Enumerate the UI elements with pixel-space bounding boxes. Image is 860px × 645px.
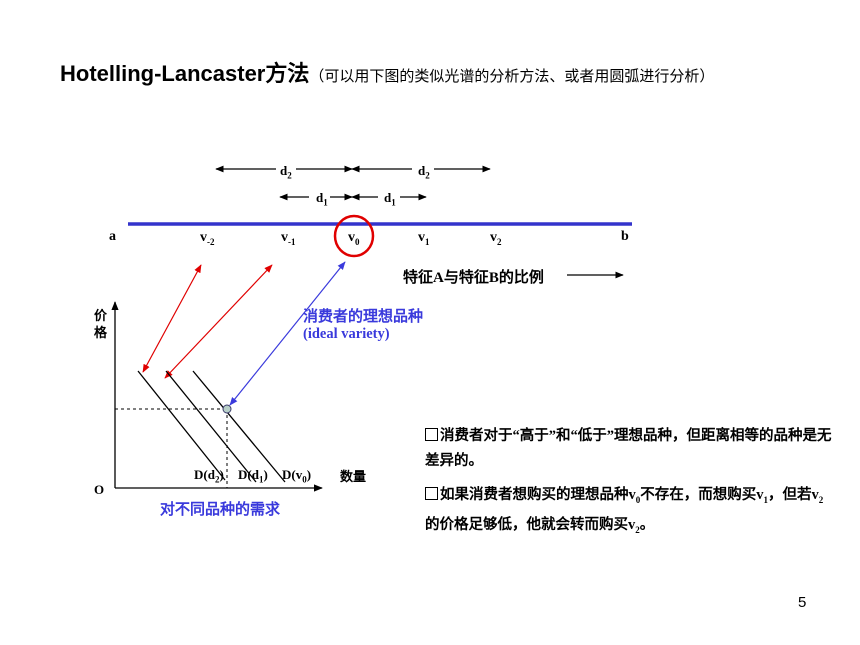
red-link-arrow-v-1 [164,264,273,379]
note-2: 如果消费者想购买的理想品种v0不存在，而想购买v1，但若v2的价格足够低，他就会… [425,487,824,535]
title-subtitle: （可以用下图的类似光谱的分析方法、或者用圆弧进行分析） [309,68,715,85]
note-1: 消费者对于“高于”和“低于”理想品种，但距离相等的品种是无差异的。 [425,428,832,469]
quantity-axis-label: 数量 [340,469,367,484]
variety-label-v1: v1 [418,230,430,247]
ideal-variety-label-zh: 消费者的理想品种 [303,309,424,325]
curve-label-v0: D(v0) [282,467,312,485]
bullet-box-icon [425,487,438,500]
curve-label-d1: D(d1) [238,467,268,485]
chart-caption: 对不同品种的需求 [160,502,281,518]
page-title: Hotelling-Lancaster方法（可以用下图的类似光谱的分析方法、或者… [60,56,714,88]
demand-curve-d2 [137,370,226,481]
variety-label-v-2: v-2 [200,230,215,247]
page-number: 5 [798,594,807,611]
price-axis-label: 价格 [94,308,108,340]
ideal-point [222,404,232,414]
ideal-variety-label-en: (ideal variety) [303,326,390,342]
curve-label-d2: D(d2) [194,467,224,485]
origin-label: O [94,482,105,497]
demand-curve-d1 [165,370,257,483]
red-link-arrow-v-2 [142,264,202,373]
variety-label-v2: v2 [490,230,502,247]
d2-right-label: d2 [418,163,430,181]
ratio-label: 特征A与特征B的比例 [403,270,544,286]
ideal-variety-highlight [333,214,375,258]
distance-arrows [215,165,491,201]
d2-left-label: d2 [280,163,292,181]
spectrum-end-b: b [621,229,629,244]
bullet-box-icon [425,428,438,441]
variety-label-v0: v0 [348,230,360,247]
spectrum-end-a: a [109,229,116,244]
demand-curve-v0 [192,370,286,483]
blue-link-arrow-ideal [229,261,346,406]
d1-left-label: d1 [316,190,328,208]
d1-right-label: d1 [384,190,396,208]
variety-label-v-1: v-1 [281,230,296,247]
title-main: Hotelling-Lancaster方法 [60,61,310,86]
